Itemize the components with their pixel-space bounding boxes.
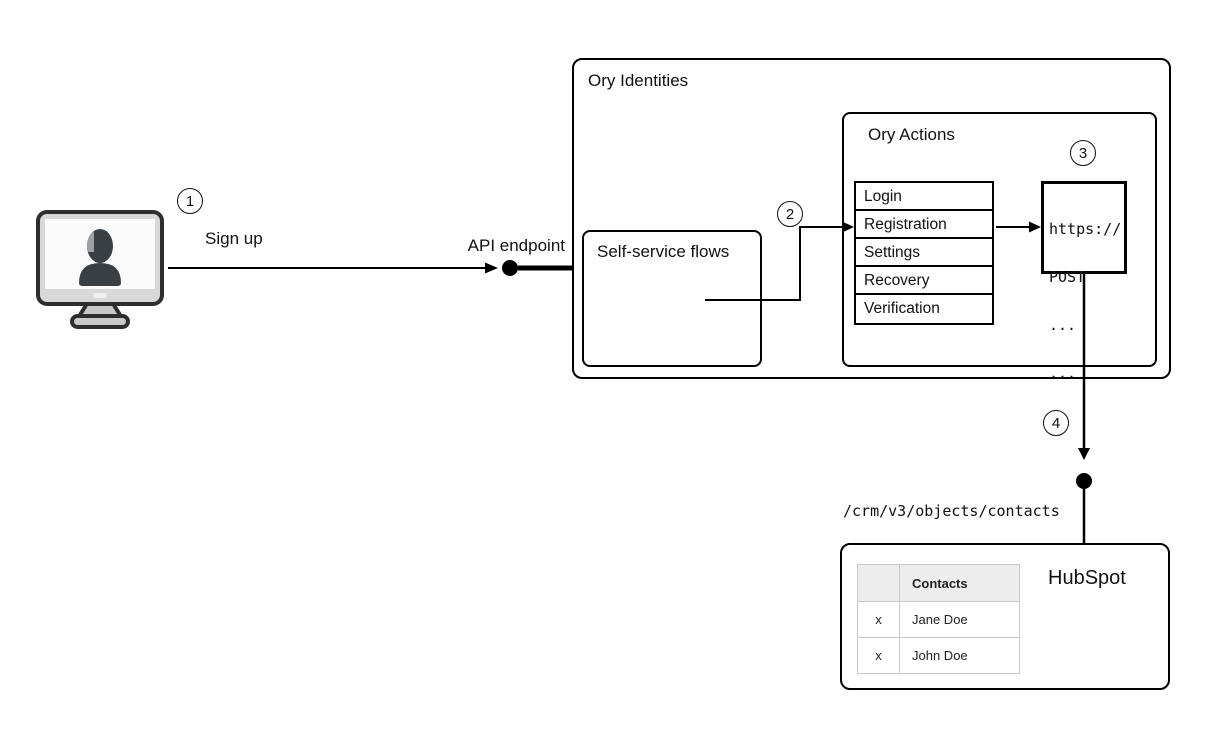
row-mark: x bbox=[857, 601, 900, 638]
self-service-flows-title: Self-service flows bbox=[597, 242, 730, 261]
webhook-request-box: https:// POST ... ... bbox=[1041, 181, 1127, 381]
step-2-badge: 2 bbox=[777, 201, 803, 227]
crm-endpoint-path-label: /crm/v3/objects/contacts bbox=[843, 502, 1060, 520]
flow-item-recovery: Recovery bbox=[856, 267, 992, 295]
ory-actions-title: Ory Actions bbox=[868, 125, 955, 144]
contacts-table: Contacts x Jane Doe x John Doe bbox=[857, 564, 1020, 674]
step-1-badge: 1 bbox=[177, 188, 203, 214]
user-silhouette-icon bbox=[79, 229, 121, 286]
self-service-flow-list: Login Registration Settings Recovery Ver… bbox=[854, 181, 994, 325]
contacts-table-header-row: Contacts bbox=[857, 564, 1020, 602]
hubspot-endpoint-dot bbox=[1076, 473, 1092, 545]
flow-item-verification: Verification bbox=[856, 295, 992, 323]
table-row: x John Doe bbox=[857, 637, 1020, 674]
monitor-button bbox=[93, 293, 107, 298]
code-line-ellipsis-1: ... bbox=[1049, 316, 1077, 334]
hubspot-title: HubSpot bbox=[1048, 567, 1126, 589]
row-mark: x bbox=[857, 637, 900, 674]
sign-up-label: Sign up bbox=[205, 229, 263, 248]
self-service-flows-box: Self-service flows bbox=[582, 230, 762, 367]
step-4-badge: 4 bbox=[1043, 410, 1069, 436]
flow-item-login: Login bbox=[856, 183, 992, 211]
ory-identities-title: Ory Identities bbox=[588, 71, 689, 90]
row-name: Jane Doe bbox=[899, 601, 1020, 638]
code-line-method: POST bbox=[1049, 268, 1086, 286]
api-endpoint-label: API endpoint bbox=[467, 236, 565, 255]
monitor-base bbox=[70, 314, 130, 329]
step-3-badge: 3 bbox=[1070, 140, 1096, 166]
code-line-url: https:// bbox=[1049, 220, 1122, 238]
row-name: John Doe bbox=[899, 637, 1020, 674]
contacts-table-header-cell: Contacts bbox=[899, 564, 1020, 602]
table-row: x Jane Doe bbox=[857, 601, 1020, 638]
api-endpoint-dot bbox=[502, 260, 573, 276]
code-line-ellipsis-2: ... bbox=[1049, 364, 1077, 382]
hubspot-box: HubSpot Contacts x Jane Doe x John Doe bbox=[840, 543, 1170, 690]
signup-arrow bbox=[168, 262, 498, 274]
contacts-table-corner-cell bbox=[857, 564, 900, 602]
monitor-user-icon bbox=[36, 210, 164, 329]
flow-item-registration: Registration bbox=[856, 211, 992, 239]
flow-item-settings: Settings bbox=[856, 239, 992, 267]
